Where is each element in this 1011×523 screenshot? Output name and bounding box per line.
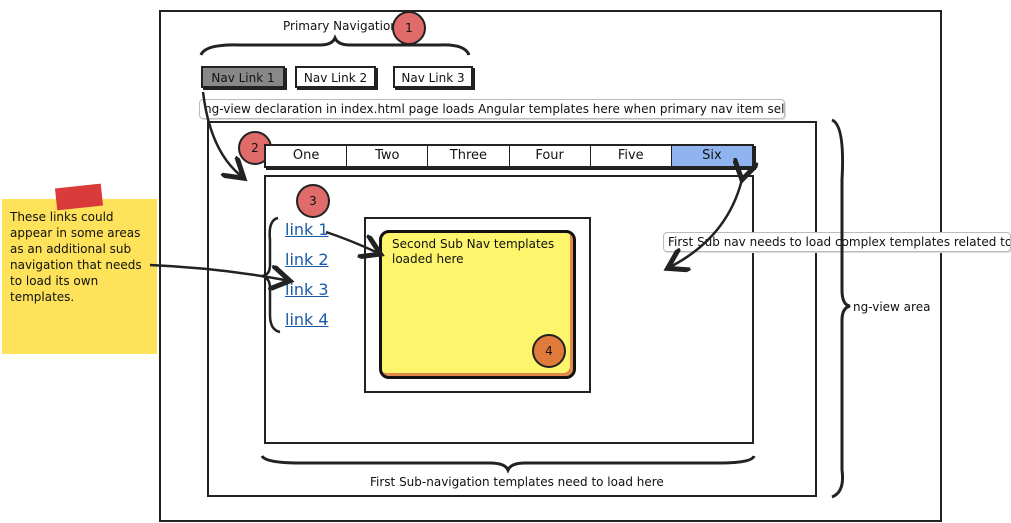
secondary-link-2[interactable]: link 2 xyxy=(285,250,329,269)
ng-view-area-frame xyxy=(207,121,817,497)
nav-link-1[interactable]: Nav Link 1 xyxy=(201,66,285,88)
secondary-links-badge: 3 xyxy=(296,184,330,218)
nav-link-arrow xyxy=(201,91,240,175)
ng-view-area-brace xyxy=(831,118,851,499)
ng-view-declaration-note: ng-view declaration in index.html page l… xyxy=(199,99,785,119)
sticky-note: These links could appear in some areas a… xyxy=(2,199,157,354)
primary-nav-brace xyxy=(199,34,471,56)
links-brace xyxy=(261,216,281,334)
tab-one[interactable]: One xyxy=(266,146,348,166)
secondary-link-3[interactable]: link 3 xyxy=(285,280,329,299)
nav-link-2[interactable]: Nav Link 2 xyxy=(295,66,376,88)
sub-nav-tabs: One Two Three Four Five Six xyxy=(264,144,754,168)
primary-nav-badge: 1 xyxy=(392,11,426,45)
secondary-link-4[interactable]: link 4 xyxy=(285,310,329,329)
tab-four[interactable]: Four xyxy=(510,146,591,166)
sticky-to-links-arrow xyxy=(149,263,285,280)
bottom-brace xyxy=(260,455,756,474)
second-sub-nav-frame xyxy=(364,217,591,393)
primary-nav-title: Primary Navigation xyxy=(283,19,398,33)
tab-five[interactable]: Five xyxy=(591,146,672,166)
six-to-note-arrow xyxy=(672,175,743,266)
sticky-note-text: These links could appear in some areas a… xyxy=(10,210,142,304)
second-sub-nav-badge: 4 xyxy=(532,334,566,368)
ng-view-area-label: ng-view area xyxy=(853,300,931,314)
tab-two[interactable]: Two xyxy=(347,146,429,166)
tab-three[interactable]: Three xyxy=(428,146,510,166)
secondary-link-1[interactable]: link 1 xyxy=(285,220,329,239)
first-sub-nav-content-frame xyxy=(264,175,754,444)
second-sub-nav-text: Second Sub Nav templates loaded here xyxy=(392,237,555,266)
bottom-label: First Sub-navigation templates need to l… xyxy=(370,475,664,489)
link-to-box-arrow xyxy=(325,230,376,252)
nav-link-3[interactable]: Nav Link 3 xyxy=(393,66,473,88)
